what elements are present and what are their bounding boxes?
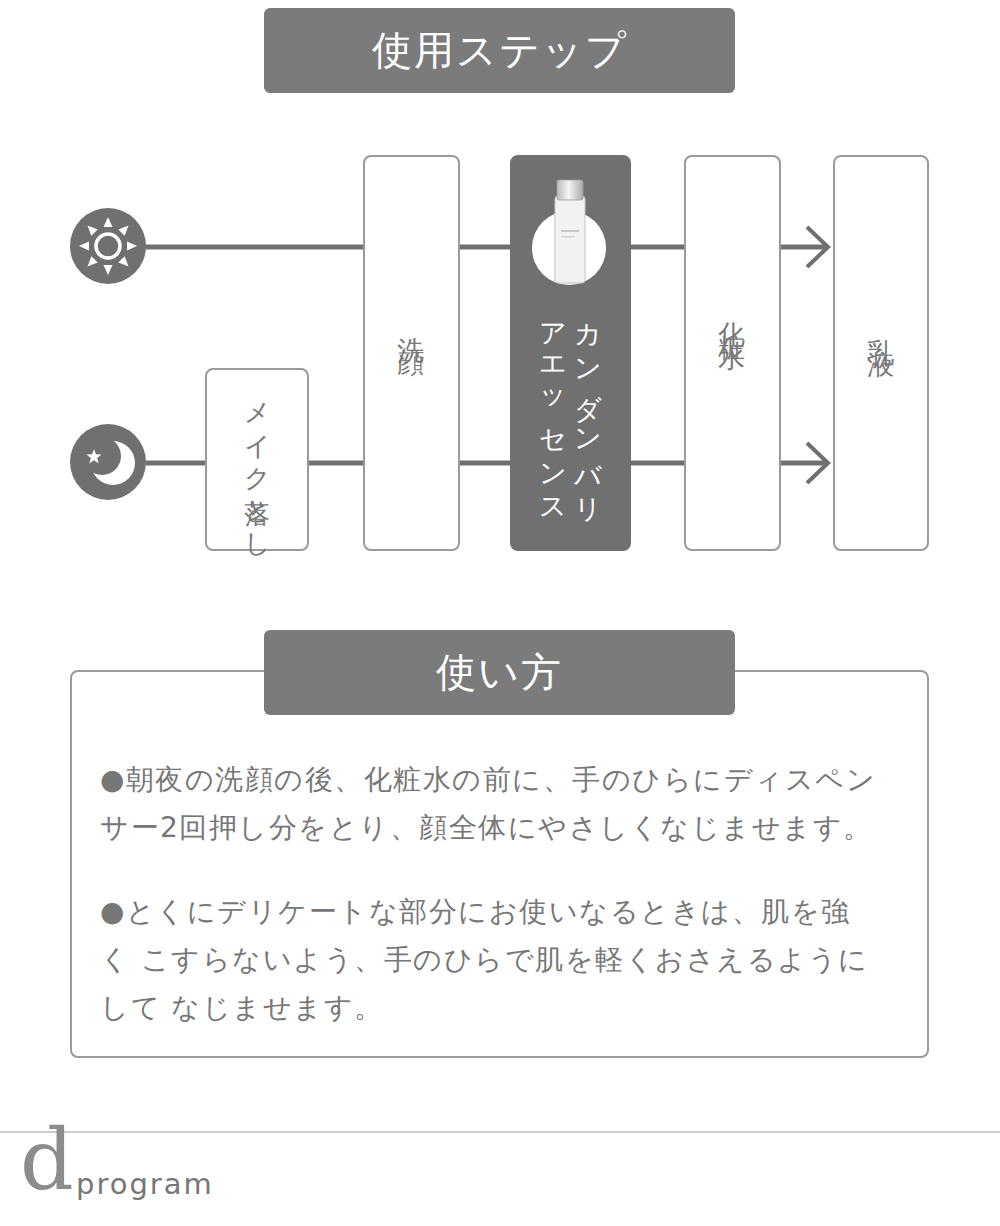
sun-ray	[118, 222, 131, 235]
sun-core	[96, 234, 120, 258]
instruction-text: ●とくにデリケートな部分にお使いなるときは、肌を強く こすらないよう、手のひらで…	[100, 888, 880, 1032]
sun-ray	[84, 256, 97, 269]
logo-mark: d	[20, 1118, 74, 1202]
logo-word: program	[76, 1170, 214, 1199]
sun-ray	[79, 242, 89, 251]
moon-star	[86, 449, 101, 464]
flow-connector	[781, 245, 828, 250]
step-label: メイク落とし	[240, 384, 274, 554]
step-label: カンダンバリアエッセンス	[535, 305, 605, 525]
flow-connector	[460, 245, 510, 250]
night-line	[146, 461, 205, 466]
moon-shadow	[83, 437, 121, 475]
product-circle	[532, 211, 606, 285]
highlight-step-box: カンダンバリアエッセンス	[510, 155, 631, 551]
step-label: 洗顔	[394, 315, 429, 545]
moon-icon	[70, 424, 146, 500]
panel-heading: 使い方	[264, 630, 735, 715]
flow-connector	[309, 461, 363, 466]
instruction-panel: 使い方●朝夜の洗顔の後、化粧水の前に、手のひらにディスペン サー2回押し分をとり…	[70, 670, 929, 1058]
moon-disc	[70, 424, 146, 500]
sun-ray	[118, 256, 131, 269]
sun-ray	[84, 222, 97, 235]
flow-connector	[631, 245, 684, 250]
bottle-label-mark	[561, 236, 575, 238]
step-box: 洗顔	[363, 155, 460, 551]
sun-ray	[104, 217, 113, 227]
flow-connector	[631, 461, 684, 466]
moon-crescent	[91, 441, 135, 485]
section-title: 使用ステップ	[264, 8, 735, 93]
step-box: 化粧水	[684, 155, 781, 551]
flow-connector	[460, 461, 510, 466]
sun-icon	[70, 208, 146, 284]
morning-line	[146, 245, 363, 250]
step-label: 化粧水	[715, 300, 750, 530]
bottle-body	[555, 196, 585, 283]
sun-ray	[104, 265, 113, 275]
flow-connector	[781, 461, 828, 466]
step-box: 乳液	[833, 155, 929, 551]
bottle-label-mark	[561, 230, 579, 232]
footer-rule	[0, 1132, 1000, 1133]
sun-ray	[127, 242, 137, 251]
step-label: 乳液	[863, 317, 898, 547]
sun-disc	[70, 208, 146, 284]
instruction-text: ●朝夜の洗顔の後、化粧水の前に、手のひらにディスペン サー2回押し分をとり、顔全…	[100, 756, 880, 852]
step-box: メイク落とし	[205, 368, 309, 551]
bottle-cap	[557, 180, 583, 200]
